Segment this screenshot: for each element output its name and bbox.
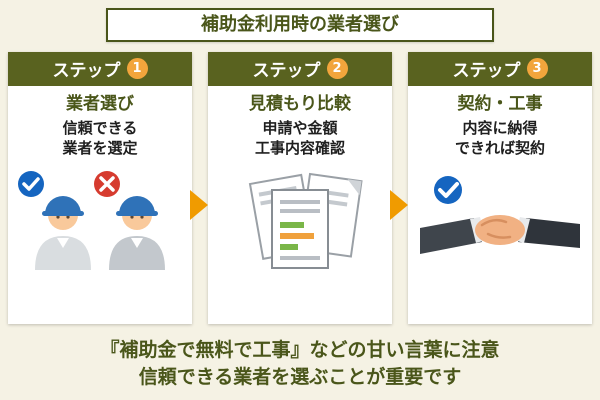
check-icon <box>18 171 44 198</box>
step-1-description: 信頼できる 業者を選定 <box>8 118 192 159</box>
step-3-header-label: ステップ <box>452 61 521 82</box>
step-1-desc-line2: 業者を選定 <box>62 138 138 157</box>
step-1-desc-line1: 信頼できる <box>62 118 138 137</box>
step-1-header: ステップ 1 <box>8 51 192 86</box>
step-3-number-badge: 3 <box>526 58 548 80</box>
arrow-gap-1 <box>190 52 208 220</box>
estimate-documents-icon <box>208 168 392 274</box>
check-icon <box>434 176 462 205</box>
workers-approve-reject-icon <box>8 168 192 274</box>
step-2: ステップ 2 見積もり比較 申請や金額 工事内容確認 <box>208 51 392 324</box>
step-3-desc-line2: できれば契約 <box>454 138 545 157</box>
step-3-header: ステップ 3 <box>408 51 592 86</box>
step-2-header-label: ステップ <box>252 61 321 82</box>
step-2-description: 申請や金額 工事内容確認 <box>208 118 392 159</box>
arrow-gap-2 <box>390 52 408 220</box>
footer-note: 『補助金で無料で工事』などの甘い言葉に注意 信頼できる業者を選ぶことが重要です <box>8 337 592 392</box>
steps-row: ステップ 1 業者選び 信頼できる 業者を選定 <box>8 51 592 324</box>
arrow-right-icon <box>390 189 408 220</box>
step-2-title: 見積もり比較 <box>249 93 351 114</box>
step-3: ステップ 3 契約・工事 内容に納得 できれば契約 <box>408 51 592 324</box>
step-3-desc-line1: 内容に納得 <box>462 118 538 137</box>
step-1-card: 業者選び 信頼できる 業者を選定 <box>8 85 192 324</box>
arrow-right-icon <box>190 189 208 220</box>
step-2-desc-line1: 申請や金額 <box>262 118 338 137</box>
step-1-number-badge: 1 <box>126 58 148 80</box>
step-2-header: ステップ 2 <box>208 51 392 86</box>
step-1: ステップ 1 業者選び 信頼できる 業者を選定 <box>8 51 192 324</box>
step-2-card: 見積もり比較 申請や金額 工事内容確認 <box>208 85 392 324</box>
page-title: 補助金利用時の業者選び <box>106 8 494 42</box>
handshake-agreement-icon <box>408 168 592 274</box>
step-1-header-label: ステップ <box>52 61 121 82</box>
footer-line-1: 『補助金で無料で工事』などの甘い言葉に注意 <box>100 338 500 361</box>
step-3-title: 契約・工事 <box>457 93 543 114</box>
step-3-description: 内容に納得 できれば契約 <box>408 118 592 159</box>
footer-line-2: 信頼できる業者を選ぶことが重要です <box>138 366 462 389</box>
step-2-number-badge: 2 <box>326 58 348 80</box>
step-1-title: 業者選び <box>66 93 134 114</box>
step-3-card: 契約・工事 内容に納得 できれば契約 <box>408 85 592 324</box>
step-2-desc-line2: 工事内容確認 <box>254 138 345 157</box>
